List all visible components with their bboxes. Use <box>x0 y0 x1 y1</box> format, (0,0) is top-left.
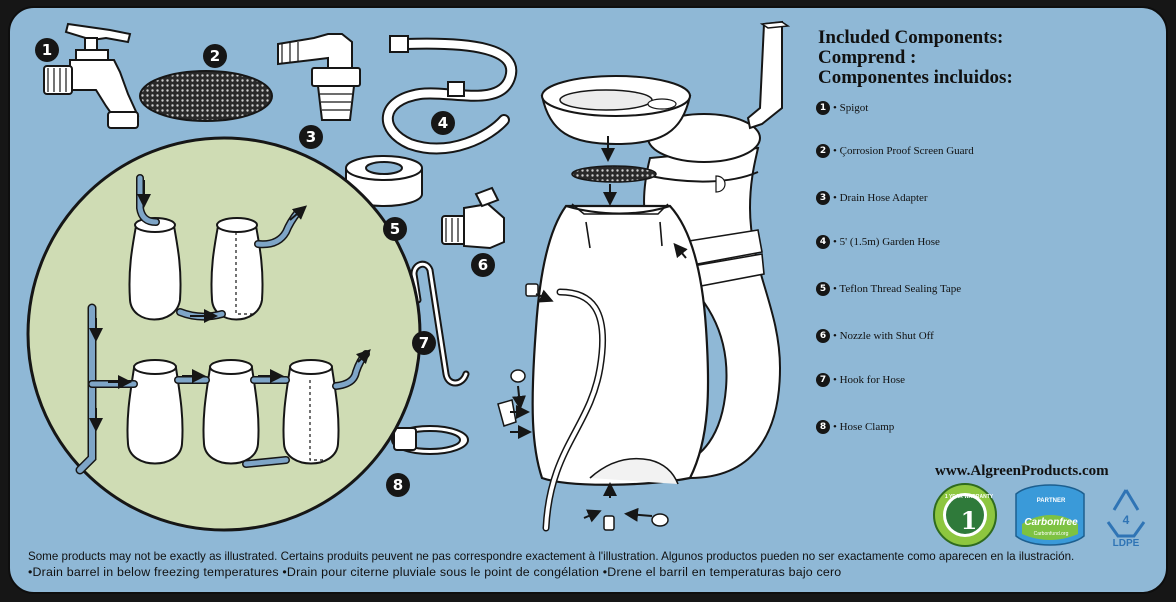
heading-english: Included Components: <box>818 27 1004 48</box>
components-heading: Included Components: Comprend : Componen… <box>818 28 1148 88</box>
drain-hose-adapter-illustration <box>277 33 361 121</box>
callout-1: 1 <box>35 38 59 62</box>
component-item: 7 • Hook for Hose <box>816 371 905 389</box>
heading-spanish: Componentes incluidos: <box>818 67 1013 88</box>
freezing-warning-text: •Drain barrel in below freezing temperat… <box>28 565 842 579</box>
disclaimer-text: Some products may not be exactly as illu… <box>28 550 1075 563</box>
component-number: 2 <box>816 144 830 158</box>
component-item: 4 • 5' (1.5m) Garden Hose <box>816 233 940 251</box>
component-label: • Drain Hose Adapter <box>833 192 928 204</box>
component-number: 7 <box>816 373 830 387</box>
heading-french: Comprend : <box>818 47 917 68</box>
callout-6: 6 <box>471 253 495 277</box>
callout-8: 8 <box>386 473 410 497</box>
carbonfree-badge-art <box>1015 484 1085 546</box>
carbonfree-top: PARTNER <box>1037 498 1066 504</box>
recycle-icon <box>1106 489 1146 538</box>
component-label: • 5' (1.5m) Garden Hose <box>833 236 940 248</box>
ldpe-badge: 4 LDPE <box>1113 513 1140 549</box>
component-label: • Çorrosion Proof Screen Guard <box>833 145 974 157</box>
callout-4: 4 <box>431 111 455 135</box>
carbonfree-badge: PARTNER Carbonfree Carbonfund.org <box>1024 498 1078 537</box>
ldpe-number: 4 <box>1123 513 1130 527</box>
website-link[interactable]: www.AlgreenProducts.com <box>935 463 1109 479</box>
hose-clamp-illustration <box>391 425 469 455</box>
nozzle-illustration <box>441 186 505 250</box>
component-label: • Teflon Thread Sealing Tape <box>833 283 962 295</box>
warranty-badge-art <box>933 483 997 547</box>
component-number: 6 <box>816 329 830 343</box>
component-number: 4 <box>816 235 830 249</box>
garden-hose-illustration <box>381 35 518 155</box>
hook-illustration <box>410 260 470 387</box>
component-item: 8 • Hose Clamp <box>816 418 894 436</box>
callout-3: 3 <box>299 125 323 149</box>
carbonfree-main: Carbonfree <box>1024 517 1078 528</box>
screen-guard-illustration <box>139 70 273 122</box>
warranty-text: 1 YEAR WARRANTY <box>945 494 994 500</box>
installation-diagram <box>26 136 422 532</box>
component-item: 6 • Nozzle with Shut Off <box>816 327 934 345</box>
callout-5: 5 <box>383 217 407 241</box>
poster-panel: 1 2 3 4 5 6 7 8 Included Components: Com… <box>8 6 1168 594</box>
ldpe-label: LDPE <box>1113 538 1140 549</box>
component-label: • Nozzle with Shut Off <box>833 330 934 342</box>
component-label: • Hook for Hose <box>833 374 905 386</box>
component-item: 5 • Teflon Thread Sealing Tape <box>816 280 961 298</box>
warranty-number: 1 <box>961 506 978 535</box>
illustration <box>26 20 1146 547</box>
component-number: 1 <box>816 101 830 115</box>
component-label: • Spigot <box>833 102 869 114</box>
component-number: 3 <box>816 191 830 205</box>
carbonfree-bottom: Carbonfund.org <box>1034 531 1069 537</box>
component-label: • Hose Clamp <box>833 421 895 433</box>
spigot-illustration <box>43 22 140 129</box>
callout-7: 7 <box>412 331 436 355</box>
component-item: 1 • Spigot <box>816 99 868 117</box>
warranty-badge: 1 1 YEAR WARRANTY <box>945 494 994 535</box>
callout-2: 2 <box>203 44 227 68</box>
component-number: 8 <box>816 420 830 434</box>
component-item: 2 • Çorrosion Proof Screen Guard <box>816 142 974 160</box>
component-item: 3 • Drain Hose Adapter <box>816 189 928 207</box>
component-number: 5 <box>816 282 830 296</box>
rain-barrel-illustration <box>497 20 791 532</box>
